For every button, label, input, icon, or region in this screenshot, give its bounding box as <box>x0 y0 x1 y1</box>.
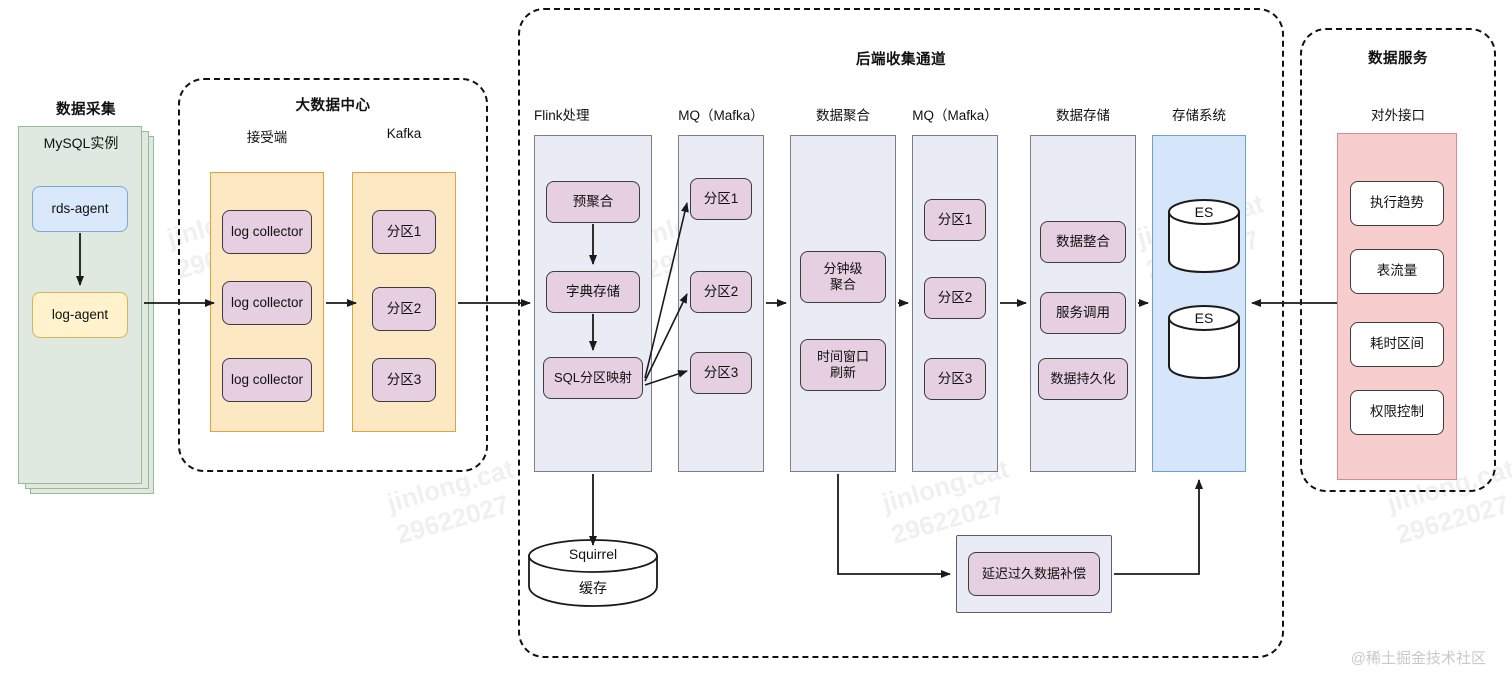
node-data-merge[interactable]: 数据整合 <box>1040 221 1126 263</box>
node-api-latency-range[interactable]: 耗时区间 <box>1350 322 1444 367</box>
node-time-window-refresh[interactable]: 时间窗口 刷新 <box>800 339 886 391</box>
node-rds-agent[interactable]: rds-agent <box>32 186 128 232</box>
lane-caption-kafka: Kafka <box>386 126 422 141</box>
node-kafka-partition-2[interactable]: 分区2 <box>372 287 436 331</box>
database-label-es-1: ES <box>1194 204 1214 220</box>
node-mq2-partition-1[interactable]: 分区1 <box>924 199 986 241</box>
node-log-collector-2[interactable]: log collector <box>222 281 312 325</box>
database-label-squirrel-cache: 缓存 <box>579 580 607 596</box>
node-log-agent[interactable]: log-agent <box>32 292 128 338</box>
node-delay-compensation[interactable]: 延迟过久数据补偿 <box>968 552 1100 596</box>
lane-aggregate <box>790 135 896 472</box>
node-pre-aggregation[interactable]: 预聚合 <box>546 181 640 223</box>
lane-caption-mq-1: MQ（Mafka） <box>678 108 764 123</box>
database-label-es-2: ES <box>1194 310 1214 326</box>
node-kafka-partition-1[interactable]: 分区1 <box>372 210 436 254</box>
lane-caption-api: 对外接口 <box>1371 108 1425 123</box>
database-cylinder-squirrel: Squirrel 缓存 <box>527 538 659 610</box>
credit-watermark: @稀土掘金技术社区 <box>1350 650 1486 667</box>
group-title-service: 数据服务 <box>1368 51 1428 67</box>
group-data-service <box>1300 28 1496 492</box>
node-api-access-control[interactable]: 权限控制 <box>1350 390 1444 435</box>
group-title-backend: 后端收集通道 <box>856 52 946 68</box>
node-data-persistence[interactable]: 数据持久化 <box>1038 358 1128 400</box>
lane-storesys <box>1152 135 1246 472</box>
lane-caption-storesys: 存储系统 <box>1172 108 1226 123</box>
node-service-call[interactable]: 服务调用 <box>1040 292 1126 334</box>
database-cylinder-es-2: ES <box>1167 304 1241 380</box>
group-title-bigdata: 大数据中心 <box>295 98 371 114</box>
database-label-squirrel: Squirrel <box>568 546 618 562</box>
node-log-collector-3[interactable]: log collector <box>222 358 312 402</box>
lane-caption-flink: Flink处理 <box>534 108 590 123</box>
node-mq2-partition-3[interactable]: 分区3 <box>924 358 986 400</box>
lane-caption-mq-2: MQ（Mafka） <box>912 108 998 123</box>
group-backend-channel <box>518 8 1284 658</box>
lane-caption-aggregate: 数据聚合 <box>816 108 870 123</box>
node-mq1-partition-2[interactable]: 分区2 <box>690 271 752 313</box>
lane-caption-storage: 数据存储 <box>1056 108 1110 123</box>
group-bigdata-center <box>178 78 488 472</box>
node-minute-aggregation[interactable]: 分钟级 聚合 <box>800 251 886 303</box>
node-sql-partition-mapping[interactable]: SQL分区映射 <box>543 357 643 399</box>
lane-caption-mysql: MySQL实例 <box>43 135 119 151</box>
database-cylinder-es-1: ES <box>1167 198 1241 274</box>
node-log-collector-1[interactable]: log collector <box>222 210 312 254</box>
node-kafka-partition-3[interactable]: 分区3 <box>372 358 436 402</box>
node-mq1-partition-1[interactable]: 分区1 <box>690 178 752 220</box>
node-api-exec-trend[interactable]: 执行趋势 <box>1350 181 1444 226</box>
node-mq2-partition-2[interactable]: 分区2 <box>924 277 986 319</box>
lane-caption-receiver: 接受端 <box>246 130 288 145</box>
group-title-collection: 数据采集 <box>56 102 116 118</box>
node-mq1-partition-3[interactable]: 分区3 <box>690 352 752 394</box>
node-dictionary-storage[interactable]: 字典存储 <box>546 271 640 313</box>
node-api-table-traffic[interactable]: 表流量 <box>1350 249 1444 294</box>
